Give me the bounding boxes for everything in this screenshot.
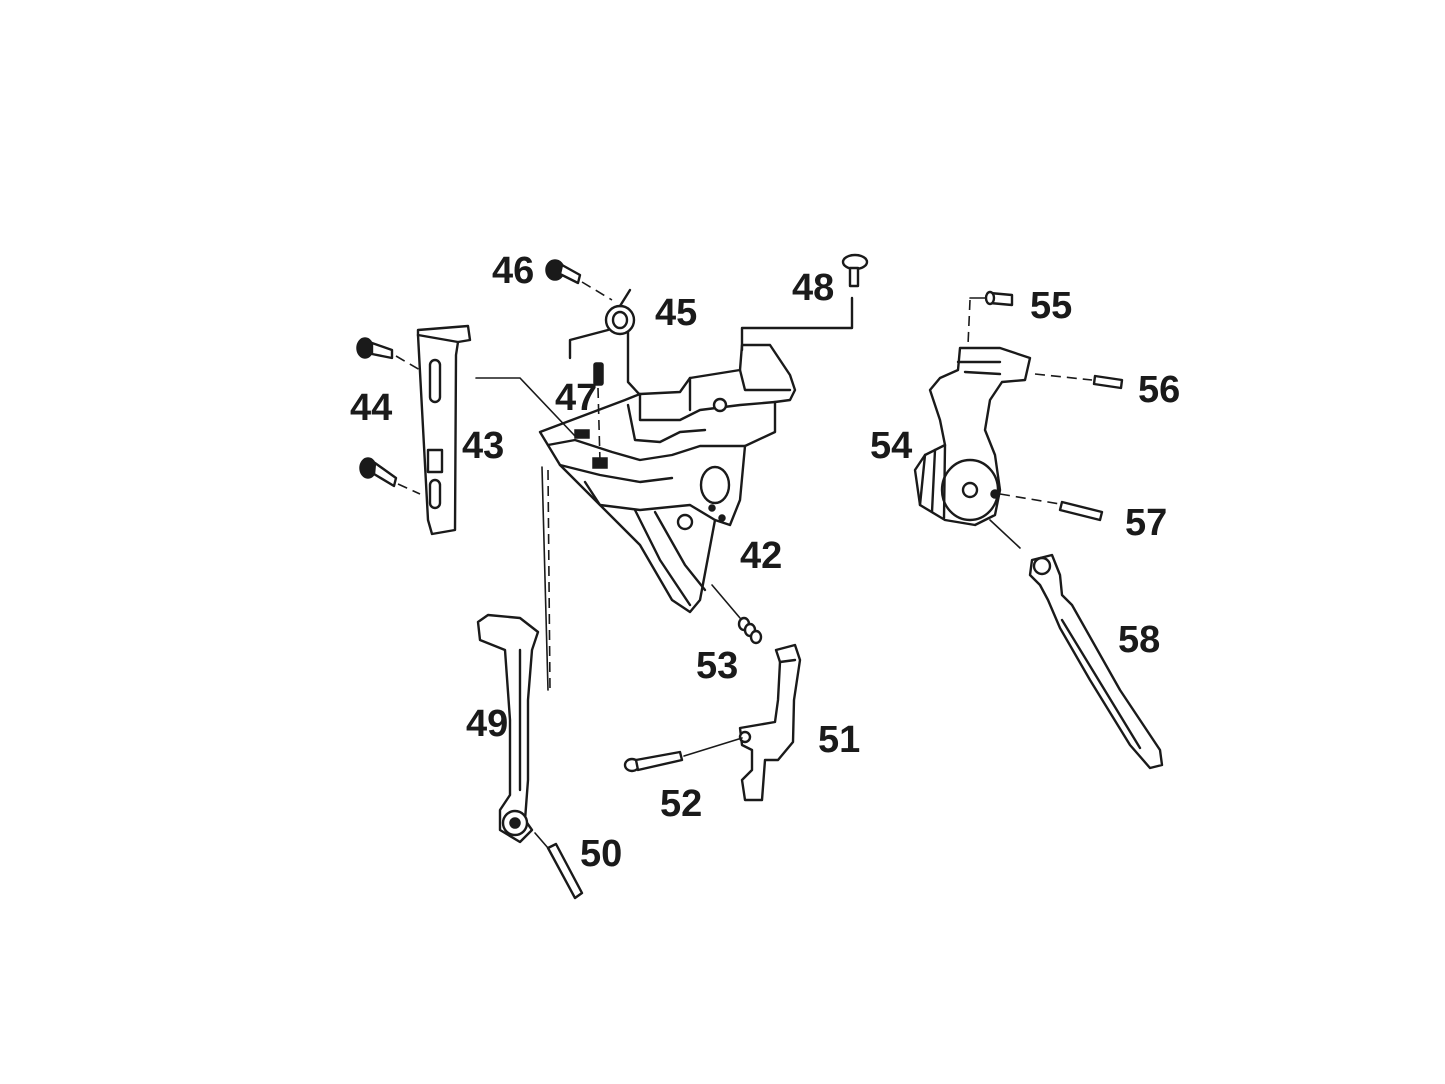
label-part-58: 58 — [1118, 619, 1160, 661]
label-part-45: 45 — [655, 292, 697, 334]
label-part-42: 42 — [740, 535, 782, 577]
label-part-48: 48 — [792, 267, 834, 309]
label-part-49: 49 — [466, 703, 508, 745]
part-47-pin — [593, 362, 604, 463]
label-part-44: 44 — [350, 387, 392, 429]
part-42-frame-assembly — [538, 343, 797, 614]
leader-lines — [475, 377, 576, 691]
part-44-screws — [356, 337, 421, 495]
label-part-54: 54 — [870, 425, 912, 467]
part-58-strut — [1028, 553, 1164, 770]
label-part-50: 50 — [580, 833, 622, 875]
label-part-46: 46 — [492, 250, 534, 292]
label-part-56: 56 — [1138, 369, 1180, 411]
part-53-spring — [711, 584, 763, 645]
part-45-spring — [568, 288, 642, 397]
part-43-plate — [416, 324, 472, 536]
label-part-55: 55 — [1030, 285, 1072, 327]
label-part-53: 53 — [696, 645, 738, 687]
label-part-57: 57 — [1125, 502, 1167, 544]
label-part-43: 43 — [462, 425, 504, 467]
part-50-pin — [534, 832, 584, 900]
part-57-pin — [999, 493, 1104, 522]
part-49-lever — [476, 469, 551, 844]
label-part-47: 47 — [555, 377, 597, 419]
part-54-hammer — [913, 299, 1032, 549]
part-46-screw — [545, 259, 613, 301]
part-48-screw — [740, 253, 869, 352]
label-part-52: 52 — [660, 783, 702, 825]
part-55-pin — [969, 290, 1014, 307]
part-52-pin — [623, 737, 743, 773]
part-number-labels: 42 43 44 45 46 47 48 49 50 51 52 53 54 5… — [350, 250, 1180, 875]
part-51-trigger-bar — [738, 643, 802, 802]
label-part-51: 51 — [818, 719, 860, 761]
part-56-pin — [1034, 373, 1124, 390]
